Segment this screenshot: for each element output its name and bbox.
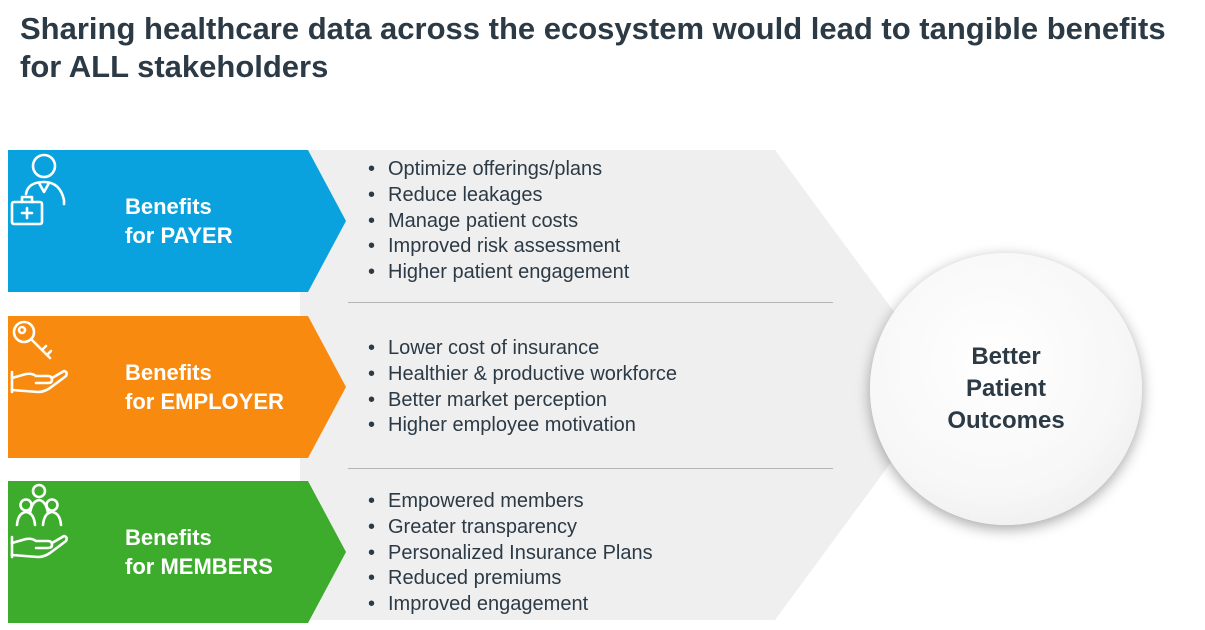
payer-benefits-list: •Optimize offerings/plans •Reduce leakag… — [368, 157, 629, 286]
list-item: •Manage patient costs — [368, 209, 579, 232]
employer-benefits-list: •Lower cost of insurance •Healthier & pr… — [368, 336, 677, 439]
outcome-text: Better Patient Outcomes — [906, 341, 1106, 437]
outcome-line1: Better — [971, 343, 1041, 370]
divider — [348, 302, 833, 303]
list-item: •Improved risk assessment — [368, 235, 621, 258]
list-item: •Higher employee motivation — [368, 414, 636, 437]
outcome-circle: Better Patient Outcomes — [870, 253, 1142, 525]
list-item: •Improved engagement — [368, 593, 589, 616]
employer-label-line1: Benefits — [125, 360, 212, 385]
key-in-hand-icon — [10, 320, 68, 394]
doctor-with-medical-kit-icon — [10, 153, 66, 226]
group-in-hand-icon — [10, 483, 68, 559]
employer-arrow: Benefits for EMPLOYER — [8, 316, 348, 458]
members-label-line2: for MEMBERS — [125, 554, 273, 579]
list-item: •Reduced premiums — [368, 567, 562, 590]
list-item: •Empowered members — [368, 490, 584, 512]
payer-label-line1: Benefits — [125, 194, 212, 219]
members-arrow: Benefits for MEMBERS — [8, 481, 348, 623]
list-item: •Healthier & productive workforce — [368, 362, 678, 385]
list-item: •Reduce leakages — [368, 183, 543, 206]
members-label-line1: Benefits — [125, 525, 212, 550]
members-label: Benefits for MEMBERS — [125, 523, 273, 581]
list-item: •Greater transparency — [368, 515, 577, 538]
divider — [348, 468, 833, 469]
outcome-line3: Outcomes — [947, 407, 1065, 434]
employer-label-line2: for EMPLOYER — [125, 389, 284, 414]
list-item: •Optimize offerings/plans — [368, 158, 603, 180]
outcome-line2: Patient — [965, 375, 1046, 402]
list-item: •Better market perception — [368, 388, 607, 411]
list-item: •Higher patient engagement — [368, 261, 630, 284]
payer-label-line2: for PAYER — [125, 223, 233, 248]
page-title: Sharing healthcare data across the ecosy… — [20, 11, 1166, 84]
list-item: •Lower cost of insurance — [368, 337, 600, 359]
employer-label: Benefits for EMPLOYER — [125, 358, 284, 416]
members-benefits-list: •Empowered members •Greater transparency… — [368, 489, 653, 618]
payer-label: Benefits for PAYER — [125, 192, 233, 250]
list-item: •Personalized Insurance Plans — [368, 541, 653, 564]
payer-arrow: Benefits for PAYER — [8, 150, 348, 292]
